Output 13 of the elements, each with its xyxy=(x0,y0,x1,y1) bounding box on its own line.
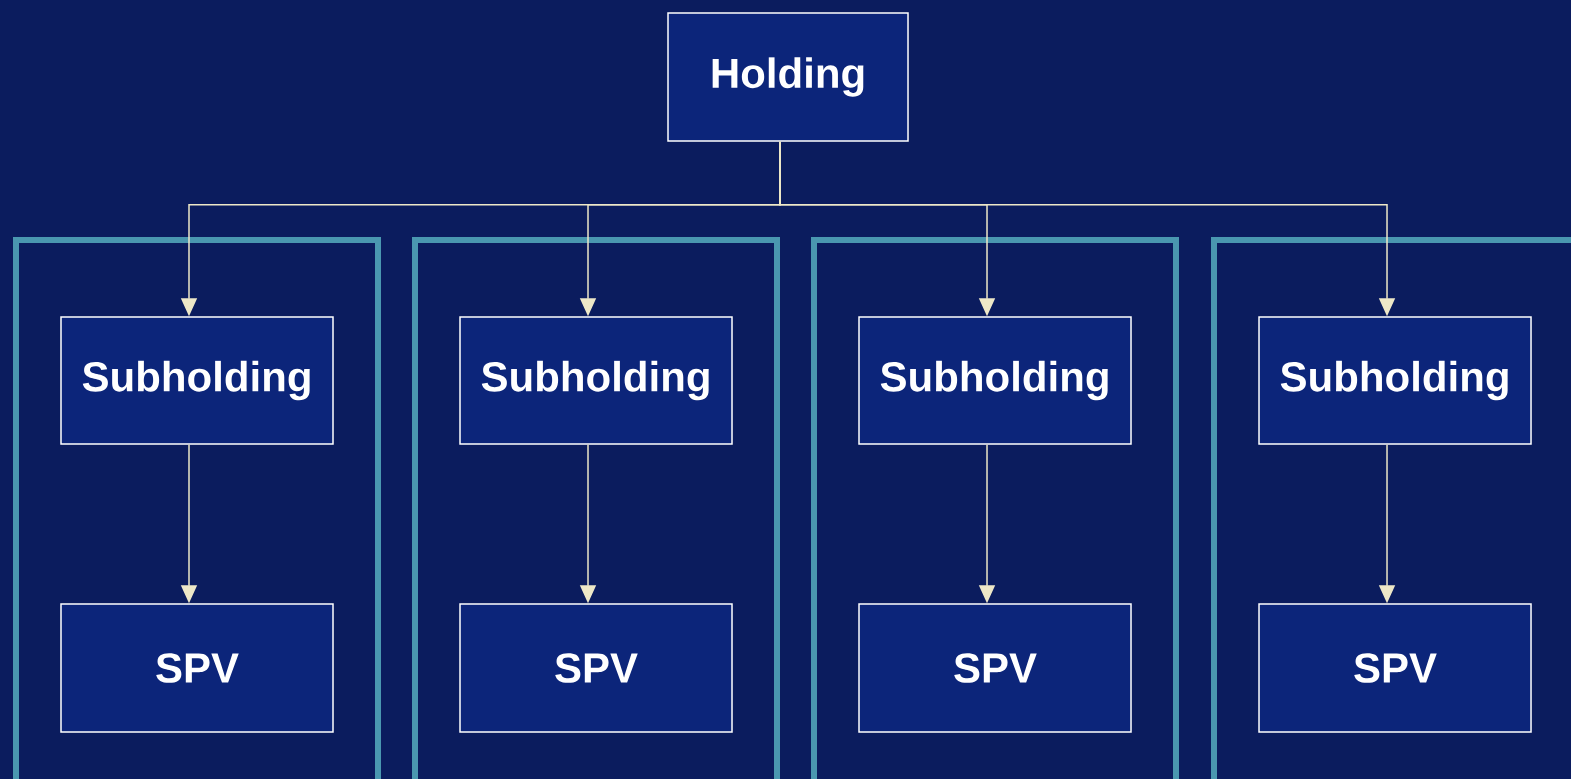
entity-box: SPV xyxy=(858,603,1132,733)
entity-box: Subholding xyxy=(1258,316,1532,445)
group-frame xyxy=(1211,237,1571,779)
group-frame xyxy=(412,237,780,779)
entity-box: SPV xyxy=(459,603,733,733)
entity-box: SPV xyxy=(60,603,334,733)
group-frame xyxy=(13,237,381,779)
entity-box: Subholding xyxy=(858,316,1132,445)
entity-box: Subholding xyxy=(459,316,733,445)
entity-box: Subholding xyxy=(60,316,334,445)
group-frame xyxy=(811,237,1179,779)
entity-box: SPV xyxy=(1258,603,1532,733)
entity-box: Holding xyxy=(667,12,909,142)
